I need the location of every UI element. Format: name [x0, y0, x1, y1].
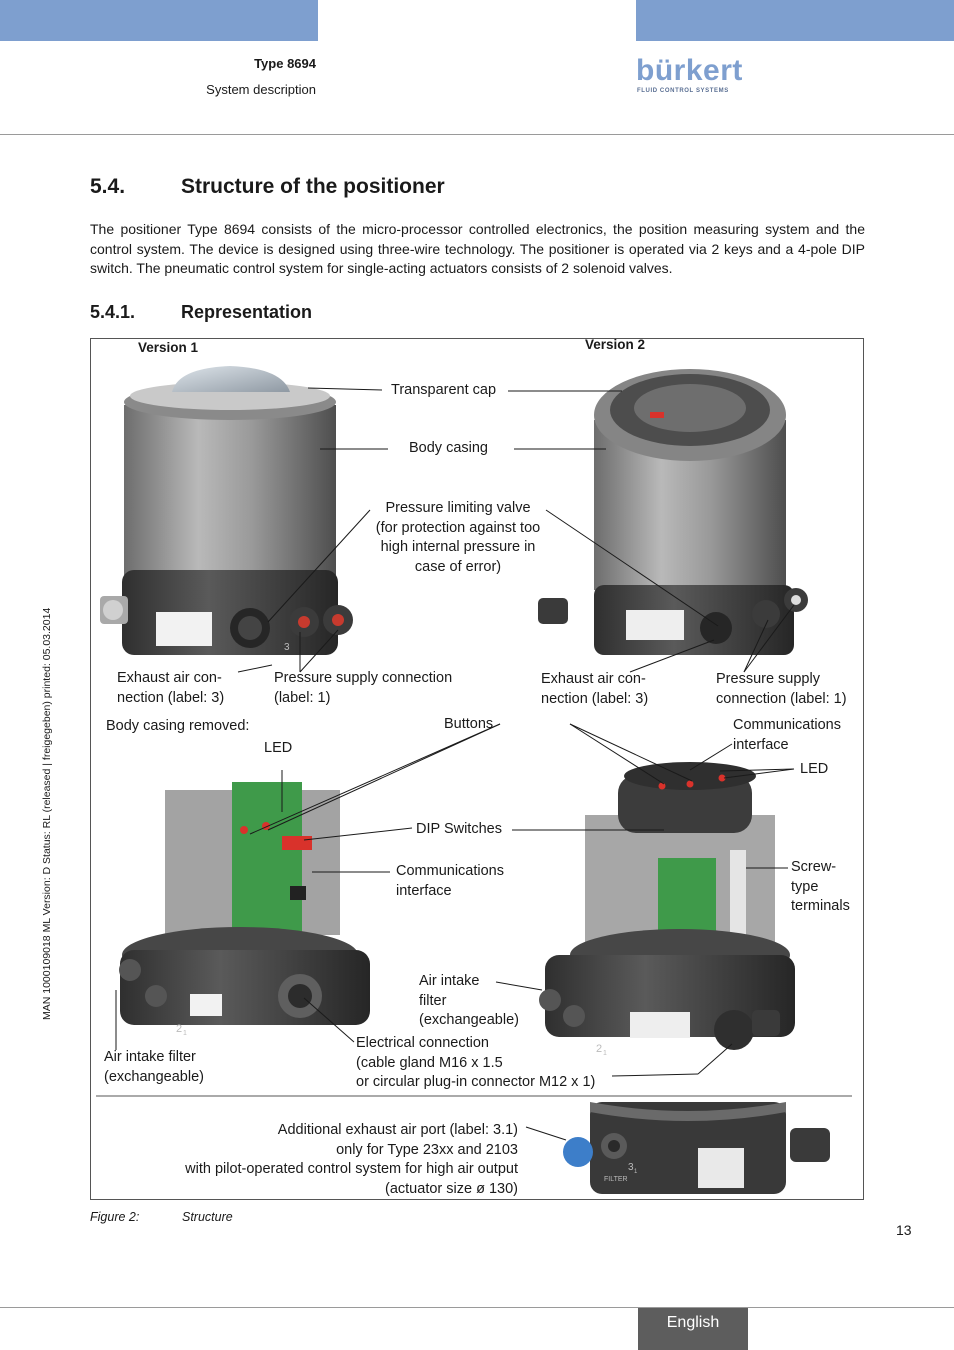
section-paragraph: The positioner Type 8694 consists of the… — [90, 221, 865, 276]
label-transparent-cap: Transparent cap — [391, 382, 497, 398]
port-label-21-right: 2 — [596, 1043, 602, 1055]
label-pressure-limiting-valve: Pressure limiting valve (for protection … — [375, 500, 541, 575]
figure-caption-title: Structure — [182, 1210, 233, 1224]
label-buttons: Buttons — [444, 716, 494, 732]
subsection-heading: 5.4.1. Representation — [90, 302, 312, 323]
port-label-31-sub: 1 — [634, 1169, 638, 1175]
port-label-21-right-sub: 1 — [603, 1050, 607, 1057]
document-subtitle: System description — [206, 82, 316, 97]
version2-label: Version 2 — [585, 337, 646, 352]
document-type: Type 8694 — [254, 56, 316, 71]
label-led-left: LED — [264, 740, 293, 756]
section-title: Structure of the positioner — [181, 175, 445, 198]
port-label-31: 3 — [628, 1162, 634, 1173]
brand-tagline: FLUID CONTROL SYSTEMS — [637, 88, 729, 94]
header-bar-left — [0, 0, 318, 41]
label-exhaust-v1: Exhaust air con- nection (label: 3) — [117, 670, 225, 706]
leader-lines — [115, 387, 795, 1141]
label-air-intake-right: Air intake filter (exchangeable) — [419, 973, 519, 1028]
footer-divider — [0, 1307, 954, 1308]
version1-device: 3 — [100, 366, 353, 655]
label-dip-switches: DIP Switches — [416, 821, 502, 837]
port-label-21-sub: 1 — [183, 1030, 187, 1037]
page-number: 13 — [896, 1222, 912, 1238]
exhaust-port-detail: 3 1 FILTER — [563, 1102, 830, 1194]
figure-caption-number: Figure 2: — [90, 1210, 140, 1224]
figure-caption: Figure 2: Structure — [90, 1210, 233, 1224]
label-pressure-supply-v2: Pressure supply connection (label: 1) — [716, 671, 847, 707]
header-bar-right — [636, 0, 954, 41]
port-label-3: 3 — [284, 642, 290, 653]
language-tab: English — [638, 1308, 748, 1350]
label-communications-center: Communications interface — [396, 863, 504, 899]
version2-device — [538, 369, 808, 655]
label-air-intake-left: Air intake filter (exchangeable) — [104, 1049, 204, 1085]
label-pressure-supply-v1: Pressure supply connection (label: 1) — [274, 670, 453, 706]
section-heading: 5.4. Structure of the positioner — [90, 175, 445, 199]
label-screw-terminals: Screw- type terminals — [791, 859, 850, 914]
body-removed-right: 2 1 — [539, 762, 795, 1057]
body-removed-left: 2 1 — [119, 782, 370, 1037]
port-label-21: 2 — [176, 1023, 182, 1035]
figure-frame — [90, 338, 864, 1200]
filter-mark: FILTER — [604, 1176, 628, 1183]
label-led-right: LED — [800, 761, 829, 777]
subsection-number: 5.4.1. — [90, 302, 136, 322]
subsection-title: Representation — [181, 302, 313, 322]
label-exhaust-v2: Exhaust air con- nection (label: 3) — [541, 671, 649, 707]
brand-logo: bürkert — [636, 54, 743, 87]
label-electrical-connection: Electrical connection (cable gland M16 x… — [356, 1035, 596, 1090]
label-additional-exhaust: Additional exhaust air port (label: 3.1)… — [185, 1122, 518, 1197]
header-divider — [0, 134, 954, 135]
section-number: 5.4. — [90, 175, 126, 198]
label-body-removed: Body casing removed: — [106, 718, 250, 734]
label-body-casing: Body casing — [409, 440, 488, 456]
label-communications-right: Communications interface — [733, 717, 841, 753]
version1-label: Version 1 — [138, 340, 199, 355]
